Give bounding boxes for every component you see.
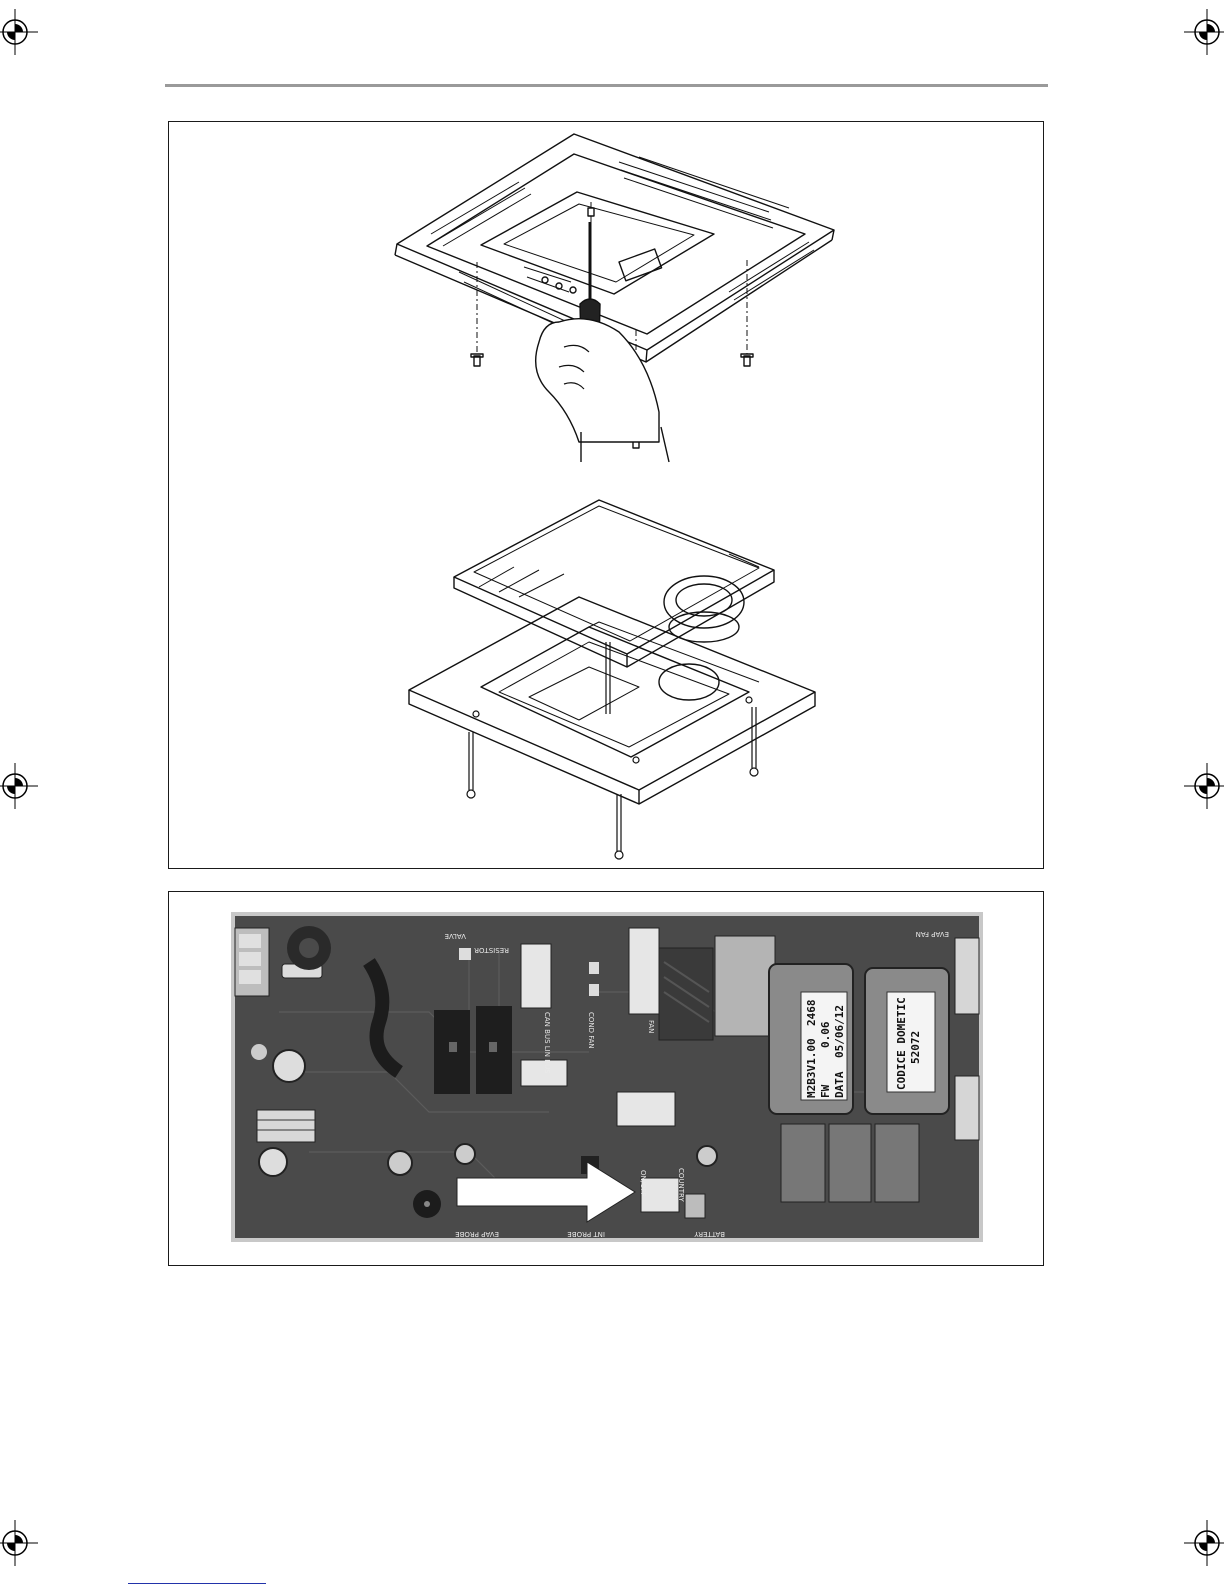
silk-valve: VALVE [445, 932, 466, 940]
figure-control-board-photo: M2B3V1.00 2468 FW 0.06 DATA 05/06/12 COD… [168, 891, 1044, 1266]
module-label-data: DATA [833, 1071, 846, 1098]
silk-cond-fan: COND FAN [587, 1012, 595, 1049]
silk-fan: FAN [647, 1020, 655, 1033]
module-label-model: M2B3V1.00 [805, 1038, 818, 1098]
module-label-date: 05/06/12 [833, 1005, 846, 1058]
module-label-code: 2468 [805, 1000, 818, 1027]
registration-mark-icon [0, 763, 38, 809]
silk-resistor: RESISTOR [474, 946, 509, 954]
header-rule [165, 84, 1048, 87]
registration-mark-icon [1184, 1520, 1224, 1566]
cover-plate-drawing [454, 500, 774, 667]
registration-mark-icon [0, 1520, 38, 1566]
silk-country: COUNTRY [677, 1168, 685, 1202]
figure-disassembly-drawing [168, 121, 1044, 869]
registration-mark-icon [1184, 9, 1224, 55]
module-label-number: 52072 [909, 1031, 922, 1064]
silk-battery: BATTERY [694, 1230, 725, 1238]
silk-canbus: CAN BUS LIN BUS [543, 1012, 551, 1074]
control-module-left: M2B3V1.00 2468 FW 0.06 DATA 05/06/12 [769, 964, 853, 1114]
ceiling-panel-drawing [395, 134, 834, 362]
module-label-fw: FW [819, 1084, 832, 1098]
module-label-fw-version: 0.06 [819, 1021, 832, 1048]
silk-onoff: ON/OFF [639, 1170, 647, 1197]
registration-mark-icon [0, 9, 38, 55]
hand-with-screwdriver [536, 222, 669, 462]
silk-evap-fan: EVAP FAN [916, 930, 949, 938]
disassembly-illustration [169, 122, 1042, 867]
control-module-right: CODICE DOMETIC 52072 [865, 968, 949, 1114]
silk-int-probe: INT PROBE [567, 1230, 605, 1238]
registration-mark-icon [1184, 763, 1224, 809]
silk-evap-probe: EVAP PROBE [455, 1230, 499, 1238]
control-board-image: M2B3V1.00 2468 FW 0.06 DATA 05/06/12 COD… [169, 892, 1042, 1264]
module-label-codice: CODICE DOMETIC [895, 997, 908, 1090]
